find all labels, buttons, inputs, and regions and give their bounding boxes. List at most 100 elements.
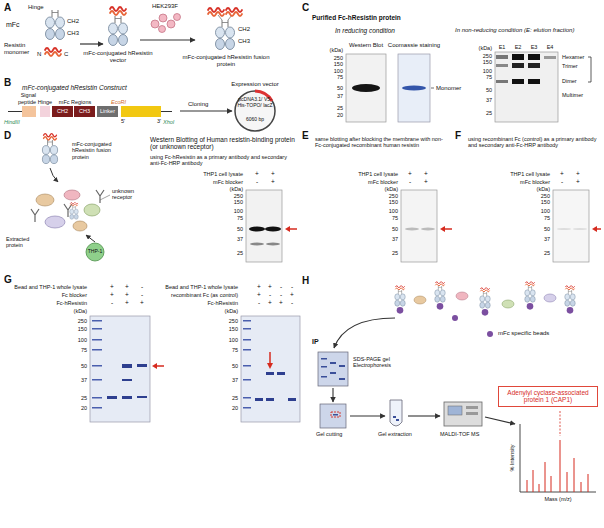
coomassie-gel-image xyxy=(431,88,434,89)
mass-spectrum-chart xyxy=(581,482,582,492)
panel-title: Purified Fc-hResistin protein xyxy=(312,14,401,21)
figure-label: HEK293F xyxy=(152,3,178,10)
figure-label: 6060 bp xyxy=(246,117,264,123)
mass-spectrum-chart xyxy=(588,474,589,492)
nonreducing-blot-image xyxy=(496,55,508,59)
hinge-segment: Hinge xyxy=(40,106,50,117)
band-label: Monomer xyxy=(436,85,461,92)
western-blot-image xyxy=(352,84,380,92)
axis-tick: 250 xyxy=(483,53,492,59)
lane-sign: - xyxy=(141,283,143,290)
maldi-instrument-icon xyxy=(448,406,462,415)
fusion-protein-icon xyxy=(226,8,242,16)
axis-tick: 150 xyxy=(541,199,550,205)
axis-tick: 75 xyxy=(486,74,492,80)
lane-sign: - xyxy=(291,283,293,290)
bead-complex-illustration xyxy=(525,286,535,302)
sds-page-gel xyxy=(92,397,102,399)
process-arrow xyxy=(86,235,95,242)
sds-page-gel xyxy=(90,316,150,422)
fc-fragment-icon xyxy=(46,10,65,40)
cloning-arrow xyxy=(180,110,232,111)
gel-cutting-icon xyxy=(333,414,338,416)
maldi-instrument-icon xyxy=(444,402,482,426)
row-label: THP1 cell lysate xyxy=(510,171,550,177)
extracted-protein-cluster xyxy=(64,190,80,200)
axis-unit: (kDa) xyxy=(74,308,87,314)
figure-label: mFc-conjugated hResistin fusion protein xyxy=(72,141,127,160)
construct-title: mFc-conjugated hResistin Construct xyxy=(22,84,127,91)
nonreducing-blot-image xyxy=(528,63,540,68)
sds-page-gel xyxy=(107,364,147,399)
western-blot-image xyxy=(266,243,280,246)
bead-complex-illustration xyxy=(452,315,458,321)
lane-sign: + xyxy=(110,283,114,290)
gel-icon xyxy=(321,358,345,380)
sds-page-gel xyxy=(137,396,147,398)
bead-complex-illustration xyxy=(456,292,468,300)
lane-sign: + xyxy=(576,170,580,177)
axis-tick: 100 xyxy=(334,68,343,74)
fusion-protein-icon xyxy=(44,134,57,140)
hek-cells-icon xyxy=(167,20,175,28)
workflow-arrow xyxy=(485,417,515,424)
nonreducing-blot-image xyxy=(588,57,591,58)
gel-cutting-icon xyxy=(320,404,346,428)
figure-label: Coomassie staining xyxy=(388,42,440,49)
fusion-protein-icon xyxy=(208,8,224,16)
bead-complex-illustration xyxy=(436,282,445,286)
axis-tick: 37 xyxy=(544,236,550,242)
gel-icon xyxy=(330,362,336,364)
sds-page-gel xyxy=(122,379,132,381)
axis-tick: 250 xyxy=(78,318,87,324)
sds-page-gel xyxy=(288,398,296,401)
bead-complex-illustration xyxy=(396,286,405,290)
mass-spectrum-chart xyxy=(533,470,534,492)
axis-tick: 37 xyxy=(392,236,398,242)
row-label: mFc blocker xyxy=(213,179,243,185)
lane-label: E4 xyxy=(547,44,554,50)
lane-sign: + xyxy=(125,283,129,290)
panel-letter: E xyxy=(302,130,309,142)
band-arrow xyxy=(596,228,601,230)
lane-sign: - xyxy=(280,283,282,290)
process-arrow xyxy=(50,168,58,182)
axis-unit: (kDa) xyxy=(479,45,492,51)
row-label: mFc blocker xyxy=(520,179,550,185)
figure-label: same blotting after blocking the membran… xyxy=(315,136,450,149)
coomassie-gel-image xyxy=(398,54,430,122)
panel-title: Western Blotting of Human resistin-bindi… xyxy=(150,136,298,151)
row-label: Fc-hResistin xyxy=(207,300,238,306)
axis-tick: 150 xyxy=(483,59,492,65)
extracted-protein-cluster xyxy=(36,194,54,206)
mass-spectrum-chart xyxy=(527,440,588,492)
signal-peptide-segment: Signal peptide xyxy=(22,106,36,117)
figure-label: Western Blot xyxy=(349,42,383,49)
axis-tick: 150 xyxy=(334,61,343,67)
axis-tick: 250 xyxy=(334,55,343,61)
sds-page-gel xyxy=(243,365,251,367)
sds-page-gel xyxy=(255,398,263,401)
band-label: Dimer xyxy=(562,78,577,84)
extracted-protein-cluster xyxy=(100,195,110,200)
axis-tick: 25 xyxy=(237,250,243,256)
construct-wire xyxy=(161,111,172,112)
figure-label: Extracted protein xyxy=(6,236,44,249)
panel-letter: D xyxy=(4,130,11,142)
figure-label: CH2 xyxy=(238,26,250,33)
band-arrow xyxy=(269,352,271,364)
gel-icon xyxy=(321,366,327,368)
axis-tick: 25 xyxy=(544,250,550,256)
band-arrow xyxy=(285,226,601,232)
ch2-segment: CH2 xyxy=(52,106,73,117)
step-label: Gel extraction xyxy=(378,431,412,437)
axis-tick: 20 xyxy=(337,112,343,118)
bead-complex-illustration xyxy=(414,296,426,304)
sds-page-gel xyxy=(241,316,300,422)
resistin-monomer-icon xyxy=(45,48,61,56)
sds-page-gel xyxy=(122,396,132,399)
extracted-protein-cluster xyxy=(84,204,100,216)
lane-sign: + xyxy=(290,291,294,298)
step-label: Gel cutting xyxy=(316,431,342,437)
axis-tick: 250 xyxy=(389,193,398,199)
